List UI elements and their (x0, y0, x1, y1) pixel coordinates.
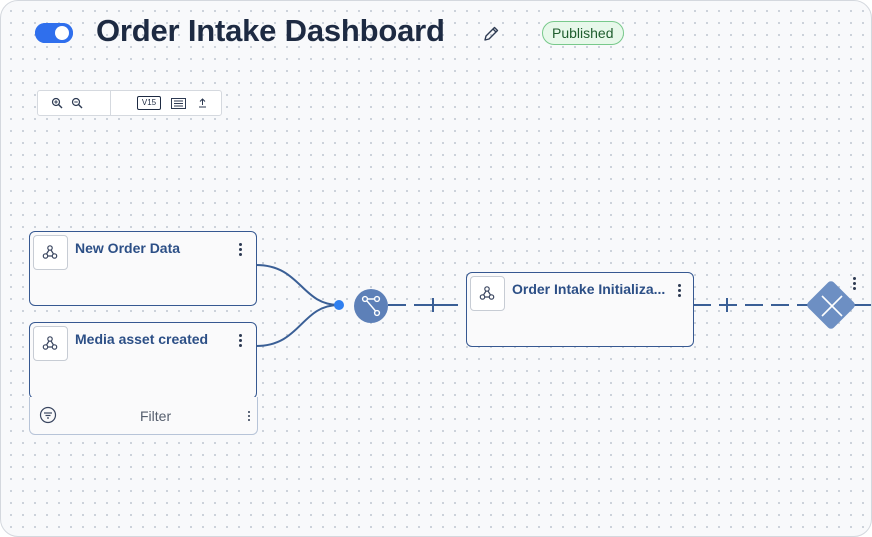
toggle-knob (55, 26, 69, 40)
page-title: Order Intake Dashboard (96, 13, 445, 48)
node-label: Media asset created (75, 331, 209, 347)
node-menu-icon[interactable] (674, 282, 684, 300)
node-menu-icon[interactable] (235, 332, 245, 350)
list-icon[interactable] (170, 95, 186, 111)
pencil-icon[interactable] (482, 25, 500, 43)
workflow-active-toggle[interactable] (35, 23, 73, 43)
filter-label: Filter (140, 408, 172, 424)
canvas-toolbar: V15 (37, 90, 222, 116)
close-x-icon (821, 295, 843, 317)
trigger-node-new-order-data[interactable]: New Order Data (29, 231, 257, 306)
zoom-out-icon[interactable] (70, 95, 84, 111)
webhook-icon (33, 326, 68, 361)
merge-icon (361, 295, 381, 317)
merge-node[interactable] (354, 289, 388, 323)
toolbar-divider (110, 91, 111, 115)
add-step-plus-icon[interactable] (426, 298, 440, 312)
filter-menu-icon[interactable] (246, 409, 252, 423)
add-step-plus-icon[interactable] (720, 298, 734, 312)
node-menu-icon[interactable] (235, 241, 245, 259)
version-button[interactable]: V15 (137, 96, 161, 110)
end-node-menu-icon[interactable] (849, 275, 859, 293)
step-node-order-intake[interactable]: Order Intake Initializa... (466, 272, 694, 347)
filter-icon (39, 406, 57, 429)
upload-icon[interactable] (196, 95, 208, 111)
status-badge: Published (542, 21, 624, 45)
filter-row[interactable]: Filter (29, 397, 258, 435)
node-label: New Order Data (75, 240, 181, 256)
zoom-in-icon[interactable] (50, 95, 64, 111)
webhook-icon (470, 276, 505, 311)
trigger-node-media-asset-created[interactable]: Media asset created (29, 322, 257, 399)
node-label: Order Intake Initializa... (512, 281, 666, 297)
webhook-icon (33, 235, 68, 270)
